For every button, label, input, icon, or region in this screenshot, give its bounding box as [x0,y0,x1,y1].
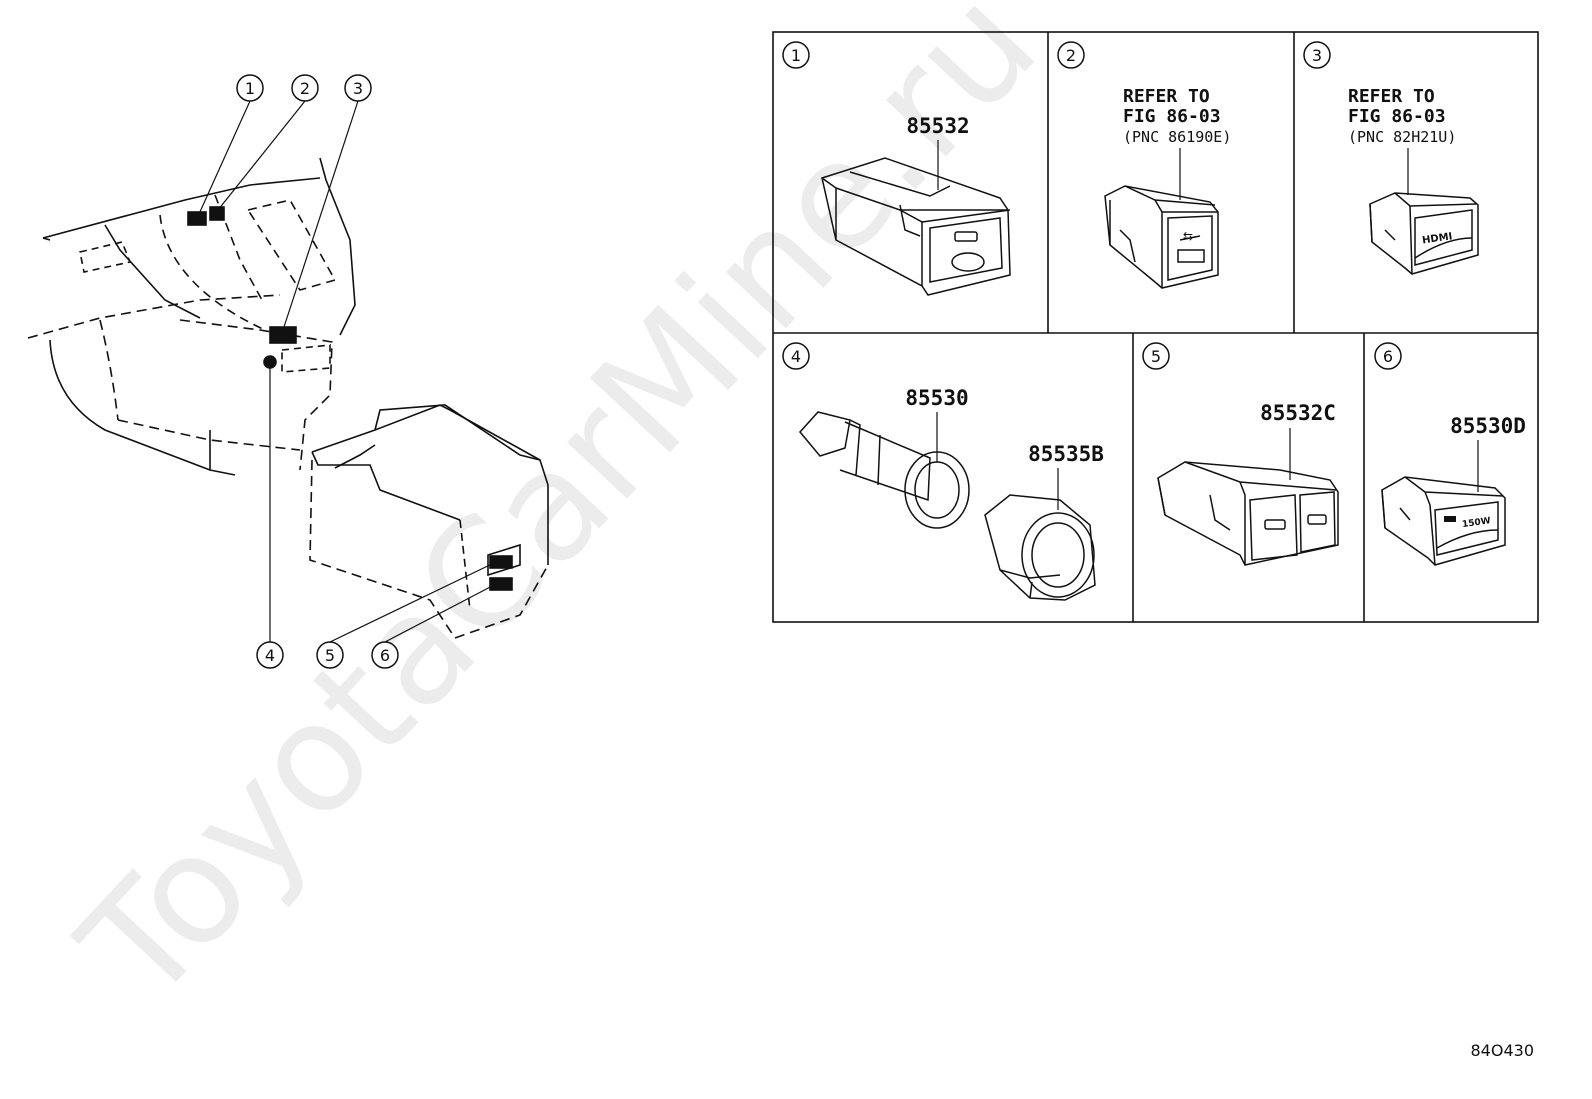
part-85530-label: 85530 [905,386,968,410]
dash-left-curve [49,339,211,471]
panel-6-number: 6 [1383,347,1393,366]
grid-frame [772,31,1539,623]
panel-2-badge [1057,41,1085,69]
panel-1-number: 1 [791,46,801,65]
usb-switch-1 [187,211,207,226]
figure-code: 84O430 [1471,1041,1535,1060]
rear-console-body [309,459,549,639]
panel-5: 5 85532C [1142,342,1339,566]
panel-2-refer-line-1: REFER TO [1123,86,1210,107]
dash-lower-edge [27,237,281,339]
panel-2-refer-line-2: FIG 86-03 [1123,106,1221,127]
panel-6: 6 85530D 150W [1374,342,1526,566]
rear-console-tray [311,451,461,521]
callout-2: 2 [291,74,319,102]
part-85535b-label: 85535B [1028,442,1104,466]
panel-3-badge [1303,41,1331,69]
panel-6-badge [1374,342,1402,370]
usb-icon: ⇆ [1183,229,1193,243]
panel-3-refer-line-1: REFER TO [1348,86,1435,107]
dash-top-edge [42,177,321,239]
dash-inner-curve [99,319,119,421]
hdmi-switch-3 [269,326,297,344]
outlet-slot-icon [1444,516,1456,522]
lower-console-foot [209,430,236,476]
panel-3: 3 REFER TO FIG 86-03 (PNC 82H21U) HDMI [1303,41,1479,275]
dash-right-edge [319,157,356,336]
svg-text:3: 3 [353,79,363,98]
rear-usb-5 [489,555,513,569]
panel-2-refer-line-3: (PNC 86190E) [1123,128,1231,146]
hdmi-badge: HDMI [1421,231,1453,246]
usb-port-drawing [1104,185,1219,289]
rear-console-tray-inner [334,444,376,469]
svg-text:5: 5 [325,646,335,665]
rear-socket-6 [489,577,513,591]
panel-3-refer-line-2: FIG 86-03 [1348,106,1446,127]
socket-85530-drawing [799,411,970,529]
panel-1-badge [782,41,810,69]
callout-6: 6 [371,641,399,669]
callout-5: 5 [316,641,344,669]
part-85530d-label: 85530D [1450,414,1526,438]
svg-text:2: 2 [300,79,310,98]
watermark-text: ToyotaCarMine.ru [48,0,1070,1035]
hdmi-port-drawing [1369,192,1479,275]
panel-3-number: 3 [1312,46,1322,65]
overview-callouts: 1 2 3 4 5 6 [236,74,399,669]
panel-5-badge [1142,342,1170,370]
svg-text:1: 1 [245,79,255,98]
svg-text:6: 6 [380,646,390,665]
panel-3-refer-line-3: (PNC 82H21U) [1348,128,1456,146]
usb-switch-2 [209,206,225,221]
panel-5-number: 5 [1151,347,1161,366]
callout-1: 1 [236,74,264,102]
outlet-85530d-drawing [1381,476,1506,566]
overview-drawing [27,100,549,643]
panel-1: 1 85532 [782,41,1011,296]
rear-console-lid [374,404,549,486]
parts-grid [772,31,1539,623]
accessory-socket-slot [281,344,331,373]
dash-console-upper [159,214,266,331]
leader-2 [217,100,306,211]
socket-cover-85535b-drawing [984,494,1096,601]
rear-console-edge [459,519,471,611]
leader-6 [384,583,497,643]
usb-socket-85532-drawing [821,157,1011,296]
dual-usb-85532c-drawing [1157,461,1339,566]
part-85532c-label: 85532C [1260,401,1336,425]
panel-2: 2 REFER TO FIG 86-03 (PNC 86190E) ⇆ [1057,41,1231,289]
display-outline [246,199,337,291]
lower-console [179,319,333,471]
svg-text:4: 4 [265,646,275,665]
panel-4-badge [782,342,810,370]
dash-center-line [104,224,201,319]
callout-3: 3 [344,74,372,102]
callout-4: 4 [256,641,284,669]
power-rating-badge: 150W [1462,516,1492,530]
rear-panel-frame [487,543,521,577]
panel-4: 4 85530 85535B [782,342,1104,601]
leader-3 [281,100,359,334]
part-85532-label: 85532 [906,114,969,138]
panel-2-number: 2 [1066,46,1076,65]
air-vent [79,241,132,273]
leader-1 [198,100,251,215]
panel-4-number: 4 [791,347,801,366]
leader-5 [329,561,497,643]
